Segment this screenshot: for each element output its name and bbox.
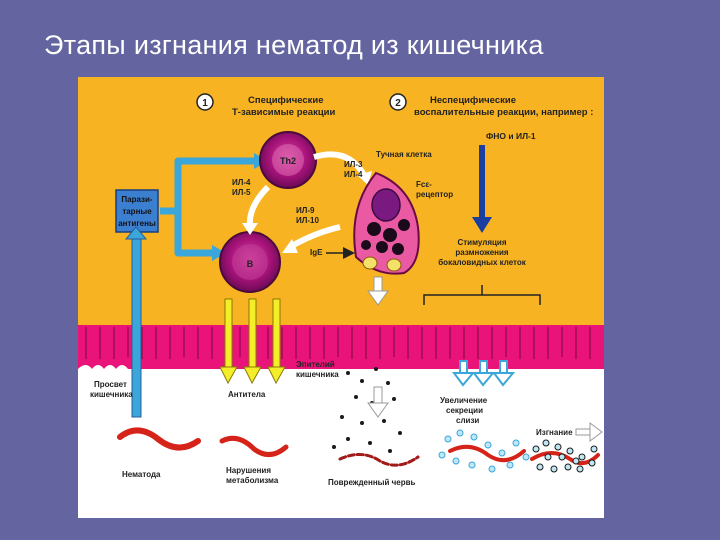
il10-label: ИЛ-10 [296, 216, 319, 225]
blue-arrow-lumen-to-antigens [124, 226, 148, 418]
mucus-line1: Увеличение [440, 396, 488, 405]
arrow-to-b-from-right [282, 224, 341, 253]
slide-title: Этапы изгнания нематод из кишечника [44, 30, 544, 60]
b-cell: B [219, 231, 281, 293]
lumen-line2: кишечника [90, 390, 133, 399]
mast-cell-label: Тучная клетка [376, 150, 432, 159]
step2-line2: воспалительные реакции, например : [414, 107, 593, 118]
diagram-figure: 1 Специфические Т-зависимые реакции 2 Не… [78, 77, 604, 518]
ige-label: IgE [310, 248, 323, 257]
mucus-bubbles-1 [438, 429, 530, 473]
lumen-line1: Просвет [94, 380, 127, 389]
epithelium-line1: Эпителий [296, 360, 335, 369]
il4b-label: ИЛ-4 [344, 170, 363, 179]
mucus-arrows [452, 360, 516, 387]
th2-label: Th2 [280, 156, 296, 166]
b-label: B [247, 259, 254, 269]
arrow-th2-to-b [242, 184, 271, 235]
il4-label: ИЛ-4 [232, 178, 251, 187]
step2-header: 2 Неспецифические воспалительные реакции… [389, 93, 593, 118]
antigens-line1: Парази- [121, 195, 153, 204]
antigens-line3: антигены [118, 219, 156, 228]
nematode-worm [117, 427, 201, 451]
metabolism-line2: метаболизма [226, 476, 279, 485]
step2-number: 2 [395, 98, 401, 109]
diagram-svg: 1 Специфические Т-зависимые реакции 2 Не… [78, 77, 604, 487]
step2-line1: Неспецифические [430, 95, 516, 106]
goblet-line1: Стимуляция [457, 238, 506, 247]
lumen-degranulation-arrow [367, 386, 389, 418]
antibodies-label: Антитела [228, 390, 266, 399]
degranulation-arrow [367, 276, 389, 306]
tnf-arrow [472, 145, 492, 233]
step1-header: 1 Специфические Т-зависимые реакции [196, 93, 336, 118]
il3-label: ИЛ-3 [344, 160, 363, 169]
goblet-line2: размножения [455, 248, 509, 257]
parasite-antigens-box: Парази- тарные антигены [115, 189, 159, 233]
goblet-line3: бокаловидных клеток [438, 258, 527, 267]
damaged-worm [338, 453, 420, 467]
step1-number: 1 [202, 98, 208, 109]
expulsion-label: Изгнание [536, 428, 573, 437]
nematode-label: Нематода [122, 470, 161, 479]
blue-arrows-to-cells [160, 157, 254, 257]
arrow-th2-to-mast-cell [313, 151, 372, 185]
th2-cell: Th2 [259, 131, 317, 189]
mucus-bubbles-2 [530, 439, 600, 473]
tnf-il1-label: ФНО и ИЛ-1 [486, 131, 536, 141]
il9-label: ИЛ-9 [296, 206, 315, 215]
mucus-line3: слизи [456, 416, 479, 425]
fce-label-1: Fcε- [416, 180, 432, 189]
antibody-coated-worm [219, 435, 289, 457]
mast-cell [353, 171, 420, 275]
fce-label-2: рецептор [416, 190, 453, 199]
expulsion-arrow [575, 422, 603, 442]
metabolism-line1: Нарушения [226, 466, 271, 475]
damaged-worm-label: Поврежденный червь [328, 478, 416, 487]
intestinal-epithelium [78, 325, 604, 369]
il5-label: ИЛ-5 [232, 188, 251, 197]
step1-line1: Специфические [248, 95, 324, 106]
antigens-line2: тарные [122, 207, 152, 216]
epithelium-line2: кишечника [296, 370, 339, 379]
antibody-arrows [219, 298, 286, 385]
mucus-line2: секреции [446, 406, 483, 415]
granule-dots [332, 367, 402, 453]
goblet-bracket [423, 285, 541, 305]
step1-line2: Т-зависимые реакции [232, 107, 336, 118]
arrowhead-to-b [212, 245, 226, 261]
